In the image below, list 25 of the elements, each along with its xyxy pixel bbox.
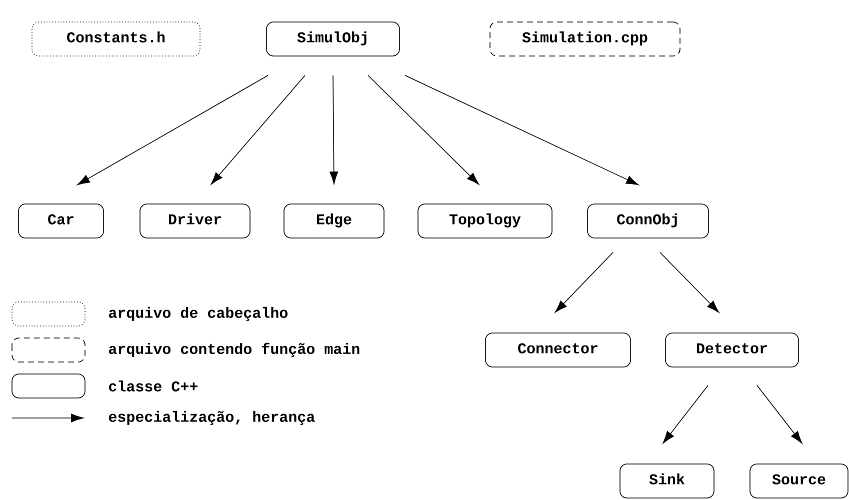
class-box: ConnObj	[587, 204, 709, 238]
class-box: Topology	[418, 204, 552, 238]
arrow	[77, 75, 268, 186]
class-box: SimulObj	[266, 22, 400, 56]
arrow	[210, 75, 306, 185]
class-box: Edge	[284, 204, 384, 238]
class-box: Car	[18, 204, 104, 238]
arrow	[330, 75, 338, 184]
legend-text: arquivo de cabeçalho	[108, 306, 288, 322]
arrow	[404, 75, 639, 186]
arrow	[660, 252, 720, 313]
arrow	[756, 385, 802, 444]
class-box: Sink	[620, 464, 714, 498]
arrow	[554, 252, 614, 313]
header-file-box: Constants.h	[32, 22, 200, 56]
arrow	[662, 385, 708, 444]
class-box: Driver	[140, 204, 250, 238]
class-box: Source	[750, 464, 848, 498]
arrow	[368, 75, 480, 185]
class-box: Connector	[485, 332, 631, 368]
legend-text: arquivo contendo função main	[108, 342, 360, 358]
class-box: Detector	[665, 332, 799, 368]
legend-text: classe C++	[109, 380, 198, 392]
legend-text: especialização, herança	[108, 410, 315, 426]
main-file-box: Simulation.cpp	[490, 22, 680, 56]
